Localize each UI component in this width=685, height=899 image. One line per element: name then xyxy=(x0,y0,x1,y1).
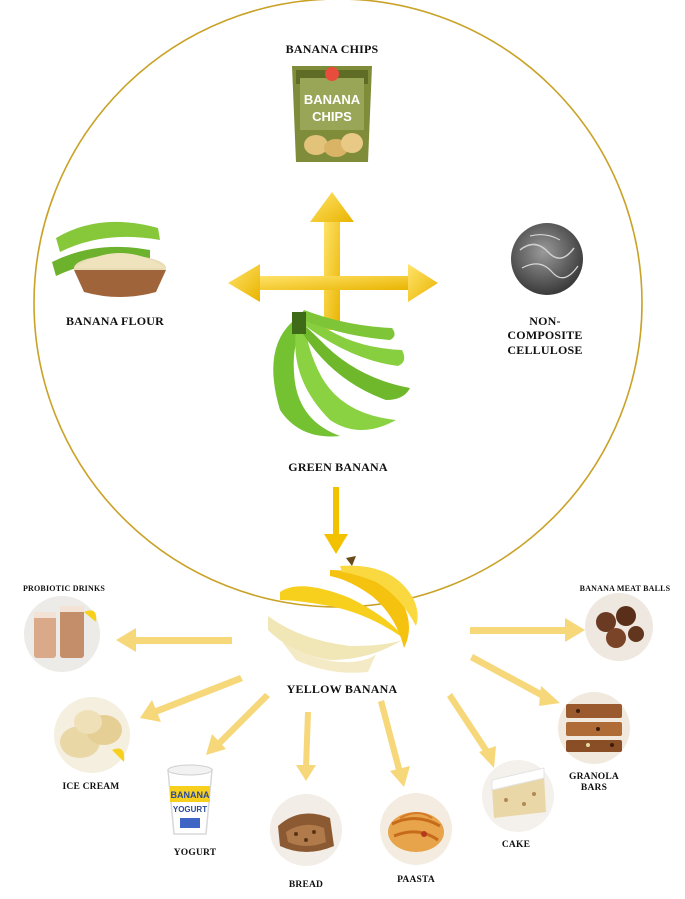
granola-bar-icon xyxy=(558,692,630,764)
label-banana-meat-balls: BANANA MEAT BALLS xyxy=(568,584,682,593)
label-banana-flour: BANANA FLOUR xyxy=(40,314,190,329)
arrow-green-to-yellow xyxy=(324,487,348,554)
pasta-plate-icon xyxy=(380,793,452,865)
arrow-to-ice-cream xyxy=(140,675,243,722)
label-yogurt: YOGURT xyxy=(150,848,240,858)
smoothie-glass-icon xyxy=(24,596,100,672)
arrow-to-yogurt xyxy=(206,693,270,755)
arrow-to-paasta xyxy=(378,700,410,787)
label-paasta: PAASTA xyxy=(376,875,456,885)
meatballs-bowl-icon xyxy=(585,593,653,661)
yogurt-cup-icon: BANANA YOGURT xyxy=(168,765,212,834)
green-cross-arrows xyxy=(228,192,438,330)
banana-chips-bag-icon: BANANA CHIPS xyxy=(292,66,372,162)
arrow-to-probiotic-drinks xyxy=(116,628,232,652)
label-green-banana: GREEN BANANA xyxy=(258,460,418,475)
cellulose-micrograph-icon xyxy=(511,223,583,295)
label-probiotic-drinks: PROBIOTIC DRINKS xyxy=(4,584,124,593)
yogurt-cup-text-1: BANANA xyxy=(171,790,210,800)
chips-bag-text-2: CHIPS xyxy=(312,109,352,124)
label-non-composite-cellulose: NON-COMPOSITE CELLULOSE xyxy=(492,314,598,357)
chips-bag-text-1: BANANA xyxy=(304,92,361,107)
ice-cream-scoop-icon xyxy=(54,697,130,773)
label-banana-chips: BANANA CHIPS xyxy=(262,42,402,57)
label-bread: BREAD xyxy=(266,880,346,890)
yogurt-cup-text-2: YOGURT xyxy=(173,805,207,814)
arrow-to-granola-bars xyxy=(470,654,560,706)
label-ice-cream: ICE CREAM xyxy=(46,782,136,792)
bread-loaf-icon xyxy=(270,794,342,866)
green-banana-bunch-icon xyxy=(273,310,410,436)
yellow-banana-icon xyxy=(268,556,418,673)
cake-slice-icon xyxy=(482,760,554,832)
label-cake: CAKE xyxy=(486,840,546,850)
arrow-to-cake xyxy=(447,693,496,768)
arrow-to-banana-meat-balls xyxy=(470,618,585,642)
label-yellow-banana: YELLOW BANANA xyxy=(262,682,422,697)
label-granola-bars: GRANOLA BARS xyxy=(566,772,622,795)
arrow-to-bread xyxy=(296,712,316,781)
flour-bowl-icon xyxy=(52,222,166,297)
